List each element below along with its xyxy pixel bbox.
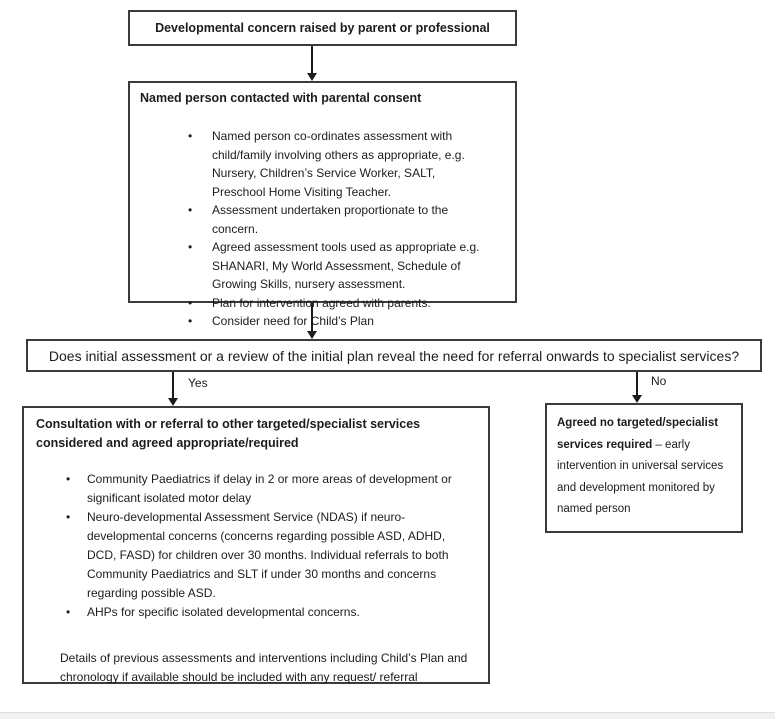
arrowhead-icon <box>307 73 317 81</box>
box-referral-question: Does initial assessment or a review of t… <box>26 339 762 372</box>
box-referral-question-text: Does initial assessment or a review of t… <box>48 347 740 364</box>
list-item: Agreed assessment tools used as appropri… <box>186 238 488 294</box>
no-services-regular-text: – early intervention in universal servic… <box>557 438 724 516</box>
list-item: Community Paediatrics if delay in 2 or m… <box>64 470 466 508</box>
named-person-bullet-list: Named person co-ordinates assessment wit… <box>186 127 488 331</box>
arrowhead-icon <box>632 395 642 403</box>
box-developmental-concern: Developmental concern raised by parent o… <box>128 10 517 46</box>
arrow-line <box>311 303 313 331</box>
arrowhead-icon <box>307 331 317 339</box>
list-item: Consider need for Child’s Plan <box>186 312 488 331</box>
yes-branch-label: Yes <box>188 376 208 390</box>
box-consultation-title: Consultation with or referral to other t… <box>36 417 421 450</box>
list-item: Plan for intervention agreed with parent… <box>186 294 488 313</box>
box-developmental-concern-text: Developmental concern raised by parent o… <box>155 21 490 35</box>
consultation-note: Details of previous assessments and inte… <box>60 651 468 684</box>
arrow-line <box>636 372 638 395</box>
no-branch-label: No <box>651 374 667 388</box>
arrow-line <box>172 372 174 398</box>
box-named-person-title: Named person contacted with parental con… <box>140 91 422 105</box>
list-item: Neuro-developmental Assessment Service (… <box>64 508 466 603</box>
arrowhead-icon <box>168 398 178 406</box>
page-bottom-strip <box>0 712 775 719</box>
arrow-line <box>311 46 313 73</box>
box-named-person: Named person contacted with parental con… <box>128 81 517 330</box>
no-services-bold-text: Agreed no targeted/specialist services r… <box>557 417 719 451</box>
list-item: Assessment undertaken proportionate to t… <box>186 201 488 238</box>
box-consultation-referral: Consultation with or referral to other t… <box>22 406 490 684</box>
list-item: AHPs for specific isolated developmental… <box>64 603 466 622</box>
consultation-bullet-list: Community Paediatrics if delay in 2 or m… <box>64 470 466 622</box>
list-item: Named person co-ordinates assessment wit… <box>186 127 488 201</box>
box-no-specialist-services: Agreed no targeted/specialist services r… <box>545 403 743 533</box>
